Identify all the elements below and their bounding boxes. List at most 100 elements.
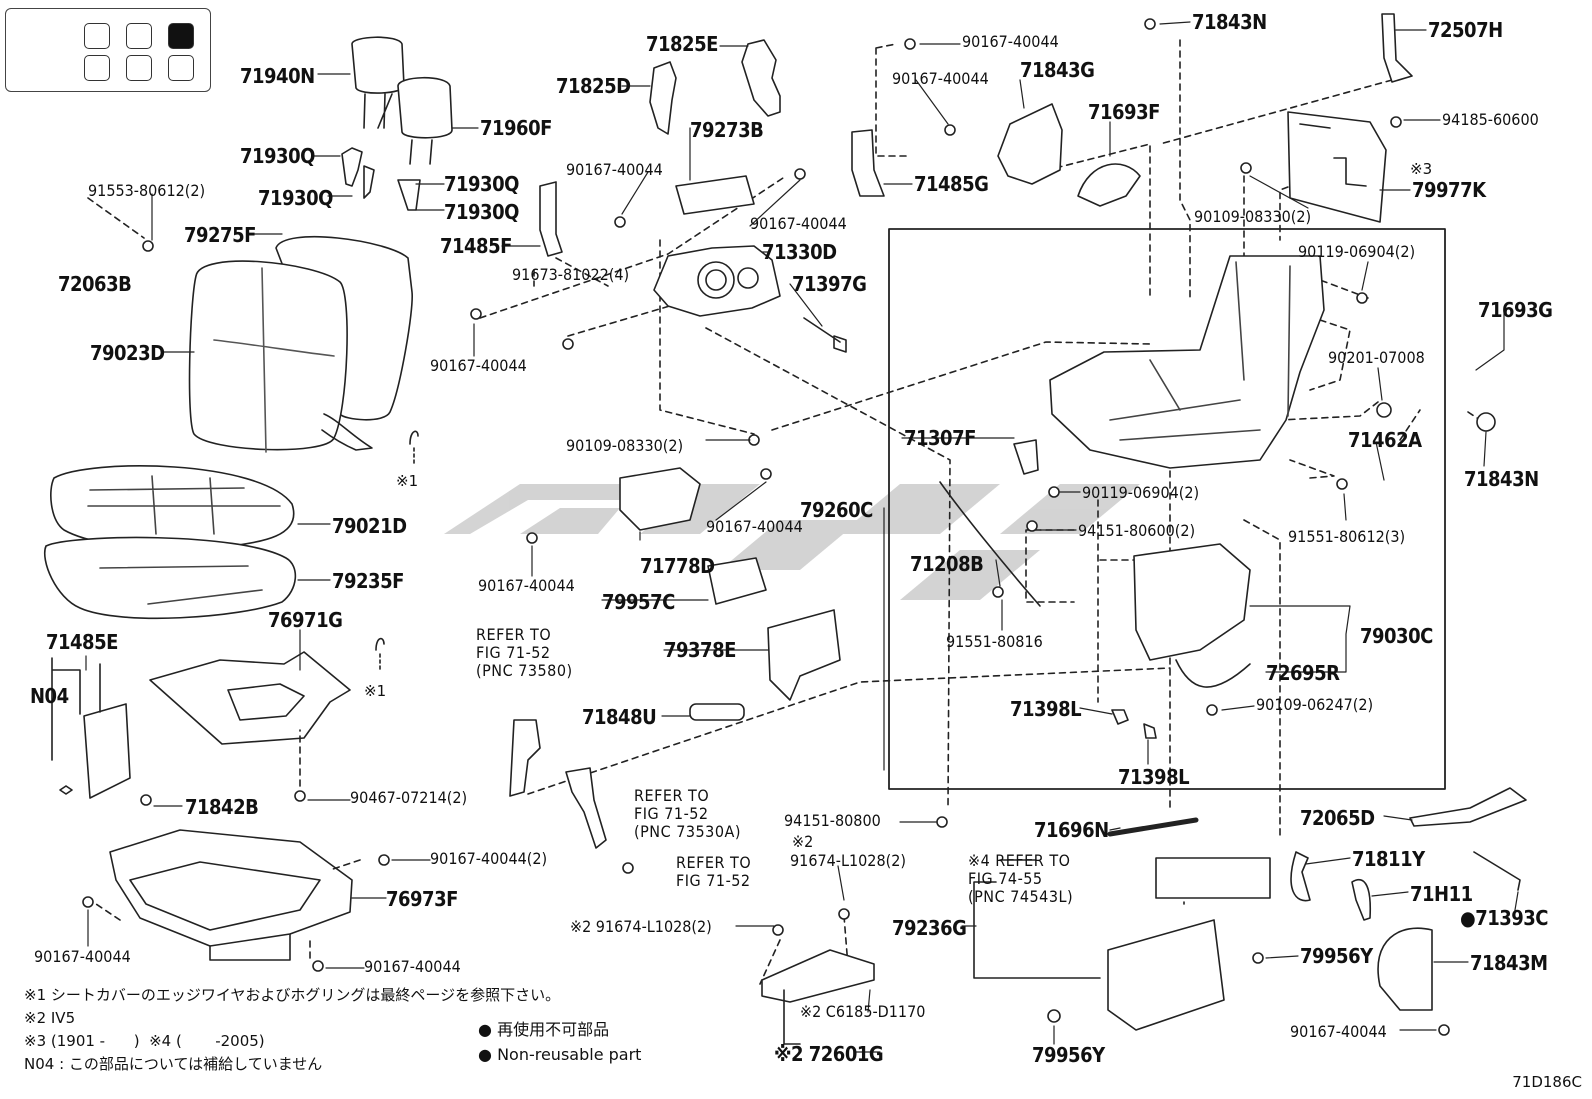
part-number-label[interactable]: 79273B: [690, 118, 764, 142]
part-number-label[interactable]: 90167-40044: [364, 957, 461, 976]
part-number-label[interactable]: 79957C: [602, 590, 675, 614]
part-number-label[interactable]: 79023D: [90, 341, 165, 365]
part-number-label[interactable]: ※2 91674-L1028(2): [570, 917, 712, 936]
part-number-label[interactable]: 90167-40044: [962, 32, 1059, 51]
part-number-label[interactable]: 90109-08330(2): [1194, 207, 1312, 226]
part-number-label[interactable]: 71843M: [1470, 951, 1548, 975]
seat-position-thumbnail[interactable]: [5, 8, 211, 92]
part-number-label[interactable]: 71485F: [440, 234, 512, 258]
part-number-label[interactable]: 71843N: [1464, 467, 1539, 491]
part-number-label[interactable]: 90467-07214(2): [350, 788, 468, 807]
cover-71778D: [619, 467, 701, 531]
part-number-label[interactable]: 72695R: [1266, 661, 1340, 685]
part-number-label[interactable]: ●71393C: [1460, 906, 1549, 930]
part-number-label[interactable]: 91673-81022(4): [512, 265, 630, 284]
part-number-label[interactable]: ※2: [792, 832, 814, 851]
part-number-label[interactable]: 76973F: [386, 887, 458, 911]
refer-to-figure-label[interactable]: REFER TO FIG 71-52 (PNC 73530A): [634, 786, 741, 841]
part-number-label[interactable]: 71825E: [646, 32, 718, 56]
part-number-label[interactable]: 79956Y: [1300, 944, 1373, 968]
part-number-label[interactable]: 71397G: [792, 272, 867, 296]
refer-to-figure-label[interactable]: REFER TO FIG 71-52: [676, 853, 752, 890]
part-number-label[interactable]: 90109-08330(2): [566, 436, 684, 455]
refer-to-figure-label[interactable]: REFER TO FIG 71-52 (PNC 73580): [476, 625, 573, 680]
part-number-label[interactable]: 90119-06904(2): [1298, 242, 1416, 261]
part-number-label[interactable]: ※2 C6185-D1170: [800, 1002, 926, 1021]
part-number-label[interactable]: 71930Q: [258, 186, 333, 210]
part-number-label[interactable]: 91674-L1028(2): [790, 851, 907, 870]
part-number-label[interactable]: 71696N: [1034, 818, 1109, 842]
part-number-label[interactable]: 71H11: [1410, 882, 1473, 906]
part-number-label[interactable]: 71848U: [582, 705, 657, 729]
part-number-label[interactable]: 79236G: [892, 916, 967, 940]
part-number-label[interactable]: 71485G: [914, 172, 989, 196]
part-number-label[interactable]: N04: [30, 684, 69, 708]
part-number-label[interactable]: 91551-80612(3): [1288, 527, 1406, 546]
thumb-cell[interactable]: [84, 23, 110, 49]
part-number-label[interactable]: 79977K: [1412, 178, 1486, 202]
part-number-label[interactable]: 94185-60600: [1442, 110, 1539, 129]
part-number-label[interactable]: 71693F: [1088, 100, 1160, 124]
part-number-label[interactable]: 90167-40044: [566, 160, 663, 179]
part-number-label[interactable]: 90109-06247(2): [1256, 695, 1374, 714]
part-number-label[interactable]: 71940N: [240, 64, 315, 88]
part-number-label[interactable]: 79030C: [1360, 624, 1433, 648]
part-number-label[interactable]: 72063B: [58, 272, 132, 296]
refer-to-figure-label[interactable]: ※4 REFER TO FIG 74-55 (PNC 74543L): [968, 851, 1074, 906]
bracket-71485F: [539, 181, 563, 257]
part-number-label[interactable]: 71693G: [1478, 298, 1553, 322]
part-number-label[interactable]: 72065D: [1300, 806, 1375, 830]
headrest-71960F: [397, 76, 453, 139]
part-number-label[interactable]: 71485E: [46, 630, 118, 654]
part-number-label[interactable]: ※2 72601G: [774, 1042, 884, 1066]
part-number-label[interactable]: 71330D: [762, 240, 837, 264]
board-79236G: [1107, 919, 1225, 1031]
part-number-label[interactable]: 79260C: [800, 498, 873, 522]
part-number-label[interactable]: 72507H: [1428, 18, 1503, 42]
part-number-label[interactable]: 90167-40044: [478, 576, 575, 595]
part-number-label[interactable]: 71307F: [904, 426, 976, 450]
label-74543L: [1155, 857, 1271, 899]
part-number-label[interactable]: 90167-40044: [430, 356, 527, 375]
headrest-71940N: [351, 36, 405, 94]
part-number-label[interactable]: 76971G: [268, 608, 343, 632]
part-number-label[interactable]: 91553-80612(2): [88, 181, 206, 200]
part-number-label[interactable]: 71930Q: [444, 200, 519, 224]
part-number-label[interactable]: 71960F: [480, 116, 552, 140]
part-number-label[interactable]: 90167-40044: [706, 517, 803, 536]
part-number-label[interactable]: 71462A: [1348, 428, 1422, 452]
part-number-label[interactable]: 71842B: [185, 795, 259, 819]
part-number-label[interactable]: 90167-40044(2): [430, 849, 548, 868]
part-number-label[interactable]: 90201-07008: [1328, 348, 1425, 367]
part-number-label[interactable]: 90119-06904(2): [1082, 483, 1200, 502]
part-number-label[interactable]: 71398L: [1010, 697, 1082, 721]
part-number-label[interactable]: 71843N: [1192, 10, 1267, 34]
thumb-cell[interactable]: [126, 55, 152, 81]
part-number-label[interactable]: 91551-80816: [946, 632, 1043, 651]
part-number-label[interactable]: 79021D: [332, 514, 407, 538]
part-number-label[interactable]: 71811Y: [1352, 847, 1425, 871]
part-number-label[interactable]: 90167-40044: [34, 947, 131, 966]
part-number-label[interactable]: 79956Y: [1032, 1043, 1105, 1067]
part-number-label[interactable]: 71930Q: [240, 144, 315, 168]
non-reusable-dot-icon: ●: [478, 1020, 492, 1039]
part-number-label[interactable]: 94151-80600(2): [1078, 521, 1196, 540]
thumb-cell-selected[interactable]: [168, 23, 194, 49]
part-number-label[interactable]: 94151-80800: [784, 811, 881, 830]
part-number-label[interactable]: 90167-40044: [892, 69, 989, 88]
thumb-cell[interactable]: [84, 55, 110, 81]
part-number-label[interactable]: 90167-40044: [1290, 1022, 1387, 1041]
part-number-label[interactable]: 71930Q: [444, 172, 519, 196]
part-number-label[interactable]: 71825D: [556, 74, 631, 98]
thumb-cell[interactable]: [126, 23, 152, 49]
thumb-cell[interactable]: [168, 55, 194, 81]
part-number-label[interactable]: 79378E: [664, 638, 736, 662]
part-number-label[interactable]: 71843G: [1020, 58, 1095, 82]
part-number-label[interactable]: 71398L: [1118, 765, 1190, 789]
recliner-71330D: [653, 245, 781, 317]
part-number-label[interactable]: 71208B: [910, 552, 984, 576]
part-number-label[interactable]: 79235F: [332, 569, 404, 593]
part-number-label[interactable]: 90167-40044: [750, 214, 847, 233]
part-number-label[interactable]: 79275F: [184, 223, 256, 247]
part-number-label[interactable]: 71778D: [640, 554, 715, 578]
